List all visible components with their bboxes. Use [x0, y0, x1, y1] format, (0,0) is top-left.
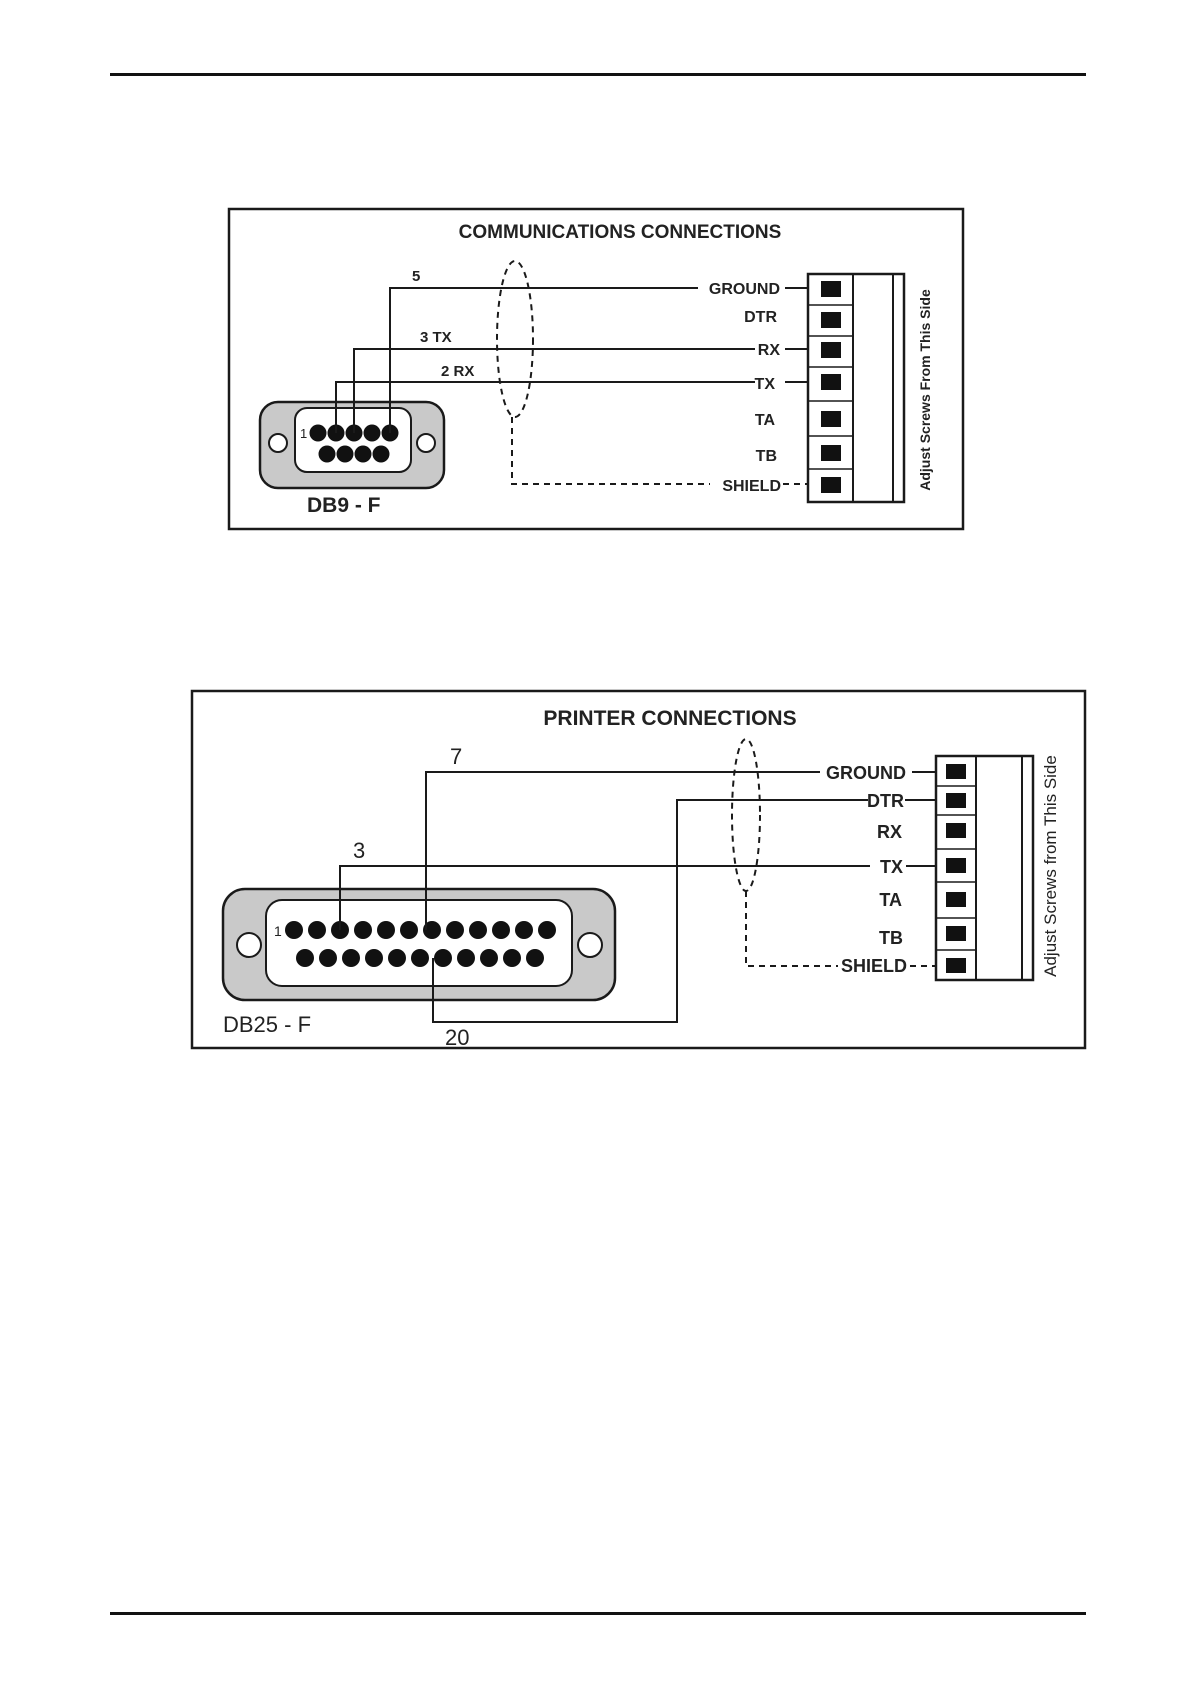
- db25-pin1-label: 1: [274, 923, 282, 939]
- comm-wire-label-tx: 3 TX: [420, 329, 452, 346]
- printer-terminal-shield: SHIELD: [841, 956, 907, 976]
- comm-terminal-rx: RX: [758, 342, 781, 359]
- comm-title: COMMUNICATIONS CONNECTIONS: [459, 222, 782, 243]
- comm-wire-label-ground: 5: [412, 268, 420, 285]
- printer-terminal-block: [936, 756, 1033, 980]
- comm-terminal-shield: SHIELD: [722, 478, 781, 495]
- printer-terminal-ta: TA: [879, 890, 902, 910]
- comm-terminal-block: [808, 274, 904, 502]
- printer-shield-wire: [746, 891, 838, 966]
- db25-connector: 1: [223, 889, 615, 1000]
- printer-wire-label-ground: 7: [450, 744, 462, 769]
- printer-terminal-ground: GROUND: [826, 763, 906, 783]
- comm-diagram: COMMUNICATIONS CONNECTIONS 1 DB9 - F: [229, 209, 963, 529]
- printer-title: PRINTER CONNECTIONS: [543, 707, 796, 730]
- printer-shield-ellipse: [732, 739, 760, 891]
- printer-wire-label-tx: 3: [353, 838, 365, 863]
- comm-terminal-tx: TX: [755, 376, 776, 393]
- printer-wire-label-dtr: 20: [445, 1025, 469, 1050]
- comm-terminal-dtr: DTR: [744, 309, 777, 326]
- comm-wire-label-rx: 2 RX: [441, 363, 474, 380]
- comm-shield-wire: [512, 417, 710, 484]
- printer-terminal-rx: RX: [877, 822, 902, 842]
- printer-terminal-tb: TB: [879, 928, 903, 948]
- printer-side-note: Adjust Screws from This Side: [1041, 755, 1060, 977]
- db9-connector: 1: [260, 402, 444, 488]
- comm-shield-ellipse: [497, 261, 533, 417]
- db25-label: DB25 - F: [223, 1012, 311, 1037]
- db9-pin1-label: 1: [300, 426, 307, 441]
- printer-terminal-dtr: DTR: [867, 791, 904, 811]
- printer-terminal-tx: TX: [880, 857, 903, 877]
- db9-label: DB9 - F: [307, 494, 381, 517]
- comm-terminal-ta: TA: [755, 412, 776, 429]
- comm-side-note: Adjust Screws From This Side: [917, 289, 933, 491]
- printer-diagram: PRINTER CONNECTIONS 1 DB25 - F: [192, 691, 1085, 1050]
- comm-terminal-tb: TB: [756, 448, 777, 465]
- comm-terminal-ground: GROUND: [709, 281, 780, 298]
